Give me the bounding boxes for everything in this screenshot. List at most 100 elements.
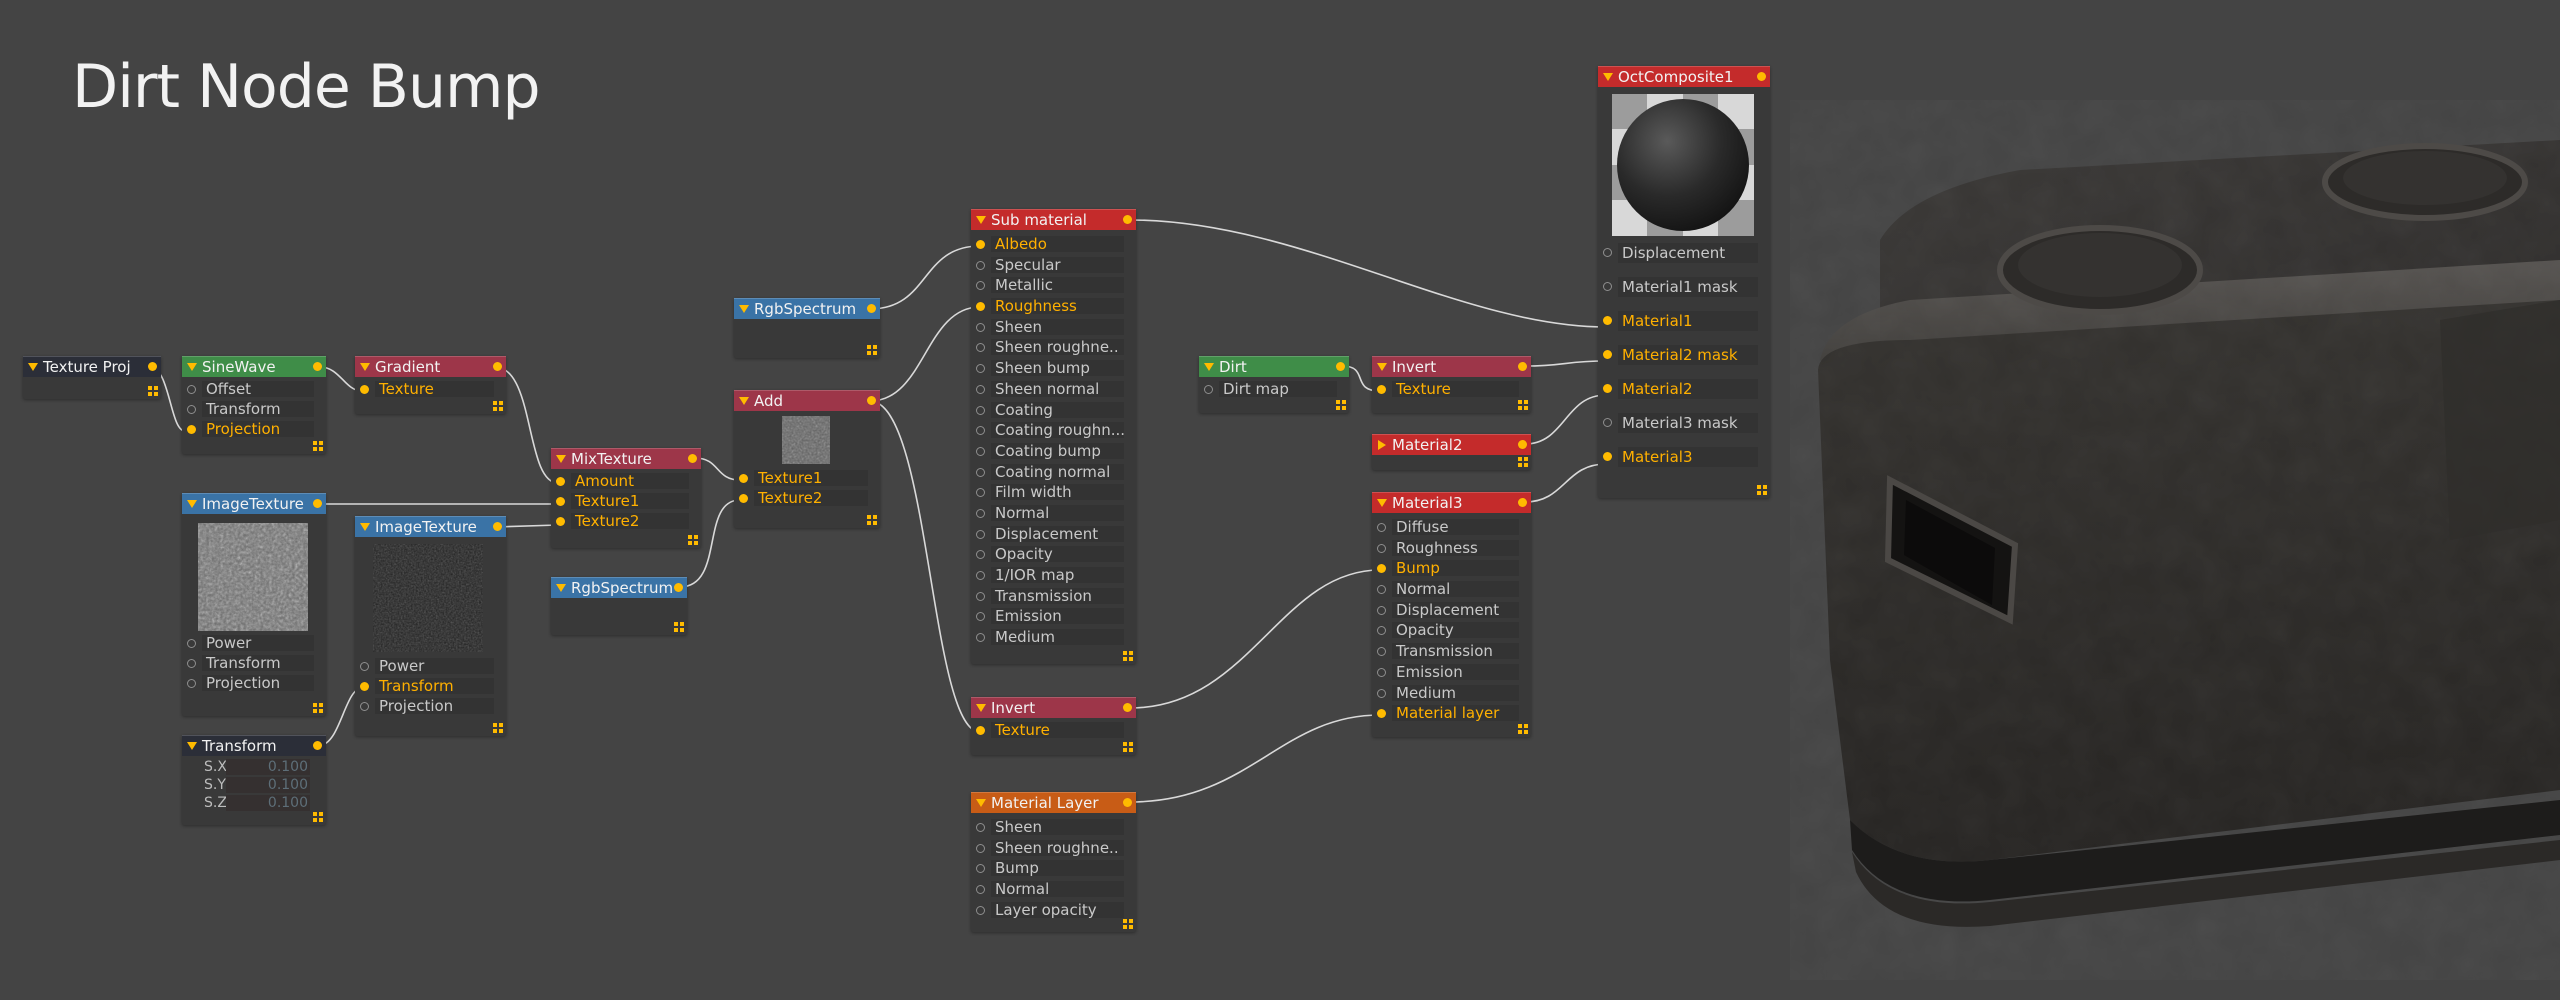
resize-handle-icon[interactable] [313,812,323,822]
node-header[interactable]: Gradient [355,356,506,377]
collapse-triangle-icon[interactable] [556,584,566,592]
input-pin-medium[interactable]: Medium [1372,683,1531,704]
input-pin-material1[interactable]: Material1 [1598,304,1770,338]
node-header[interactable]: Invert [1372,356,1531,377]
pin-socket-icon[interactable] [976,843,985,853]
output-pin-icon[interactable] [1757,72,1766,81]
field-value[interactable]: 0.100 [226,777,310,793]
node-material2[interactable]: Material2 [1372,434,1531,470]
output-pin-icon[interactable] [493,362,502,371]
collapse-triangle-icon[interactable] [360,523,370,531]
pin-socket-icon[interactable] [1377,605,1386,615]
pin-socket-icon[interactable] [976,633,985,643]
input-pin-metallic[interactable]: Metallic [971,275,1136,296]
input-pin-power[interactable]: Power [182,633,326,653]
node-header[interactable]: SineWave [182,356,326,377]
output-pin-icon[interactable] [674,583,683,592]
node-header[interactable]: RgbSpectrum [551,577,687,598]
pin-socket-icon[interactable] [1377,688,1386,698]
pin-socket-icon[interactable] [976,364,985,374]
collapse-triangle-icon[interactable] [976,799,986,807]
node-add[interactable]: Add Texture1 Texture2 [734,390,880,528]
resize-handle-icon[interactable] [1518,400,1528,410]
resize-handle-icon[interactable] [493,723,503,733]
input-pin-transform[interactable]: Transform [355,676,506,696]
node-header[interactable]: MixTexture [551,448,701,469]
node-header[interactable]: ImageTexture [182,493,326,514]
pin-socket-icon[interactable] [976,905,985,915]
pin-socket-icon[interactable] [1377,647,1386,657]
input-pin-transmission[interactable]: Transmission [1372,641,1531,662]
pin-socket-icon[interactable] [1377,585,1386,595]
resize-handle-icon[interactable] [1336,400,1346,410]
node-header[interactable]: Material2 [1372,434,1531,455]
pin-socket-icon[interactable] [187,405,196,414]
pin-socket-icon[interactable] [1603,418,1612,427]
node-header[interactable]: Dirt [1199,356,1349,377]
collapse-triangle-icon[interactable] [1377,363,1387,371]
pin-socket-icon[interactable] [976,260,985,270]
input-pin-material2-mask[interactable]: Material2 mask [1598,338,1770,372]
collapse-triangle-icon[interactable] [187,500,197,508]
pin-socket-icon[interactable] [976,571,985,580]
resize-handle-icon[interactable] [1123,919,1133,929]
pin-socket-icon[interactable] [1377,709,1386,719]
output-pin-icon[interactable] [1123,703,1132,712]
pin-socket-icon[interactable] [1377,523,1386,532]
pin-socket-icon[interactable] [976,322,985,332]
output-pin-icon[interactable] [148,362,157,371]
pin-socket-icon[interactable] [739,474,748,483]
pin-socket-icon[interactable] [1377,667,1386,677]
pin-socket-icon[interactable] [187,385,196,394]
output-pin-icon[interactable] [1336,362,1345,371]
pin-socket-icon[interactable] [1603,282,1612,291]
input-pin-film-width[interactable]: Film width [971,482,1136,503]
pin-socket-icon[interactable] [976,823,985,832]
pin-socket-icon[interactable] [976,467,985,477]
input-pin-albedo[interactable]: Albedo [971,234,1136,255]
input-pin-ior-map[interactable]: 1/IOR map [971,565,1136,586]
collapse-triangle-icon[interactable] [976,704,986,712]
node-octcomposite[interactable]: OctComposite1 Displacement Material1 mas… [1598,66,1770,498]
node-header[interactable]: Add [734,390,880,411]
collapse-triangle-icon[interactable] [187,363,197,371]
pin-socket-icon[interactable] [976,508,985,518]
resize-handle-icon[interactable] [867,345,877,355]
input-pin-material-layer[interactable]: Material layer [1372,703,1531,724]
node-header[interactable]: Sub material [971,209,1136,230]
output-pin-icon[interactable] [1518,498,1527,507]
output-pin-icon[interactable] [493,522,502,531]
pin-socket-icon[interactable] [976,405,985,415]
input-pin-layer-opacity[interactable]: Layer opacity [971,900,1136,921]
collapse-triangle-icon[interactable] [976,216,986,224]
pin-socket-icon[interactable] [1377,564,1386,574]
collapse-triangle-icon[interactable] [556,455,566,463]
collapse-triangle-icon[interactable] [28,363,38,371]
output-pin-icon[interactable] [1518,440,1527,449]
resize-handle-icon[interactable] [493,401,503,411]
pin-socket-icon[interactable] [1603,452,1612,461]
input-pin-projection[interactable]: Projection [355,696,506,716]
pin-socket-icon[interactable] [739,494,748,503]
node-header[interactable]: Invert [971,697,1136,718]
pin-socket-icon[interactable] [976,591,985,601]
collapse-triangle-icon[interactable] [360,363,370,371]
node-sinewave[interactable]: SineWave Offset Transform Projection [182,356,326,454]
input-pin-texture2[interactable]: Texture2 [734,488,880,508]
input-pin-amount[interactable]: Amount [551,471,701,491]
node-header[interactable]: Texture Proj [23,356,161,377]
pin-socket-icon[interactable] [976,426,985,436]
field-value[interactable]: 0.100 [226,795,310,811]
output-pin-icon[interactable] [688,454,697,463]
input-pin-sheen-normal[interactable]: Sheen normal [971,379,1136,400]
node-rgbspectrum-2[interactable]: RgbSpectrum [551,577,687,635]
resize-handle-icon[interactable] [313,703,323,713]
input-pin-material2[interactable]: Material2 [1598,372,1770,406]
node-sub-material[interactable]: Sub material Albedo Specular Metallic Ro… [971,209,1136,664]
input-pin-medium[interactable]: Medium [971,627,1136,648]
input-pin-dirt-map[interactable]: Dirt map [1199,379,1349,399]
input-pin-material1-mask[interactable]: Material1 mask [1598,270,1770,304]
input-pin-coating[interactable]: Coating [971,400,1136,421]
input-pin-displacement[interactable]: Displacement [1372,600,1531,621]
